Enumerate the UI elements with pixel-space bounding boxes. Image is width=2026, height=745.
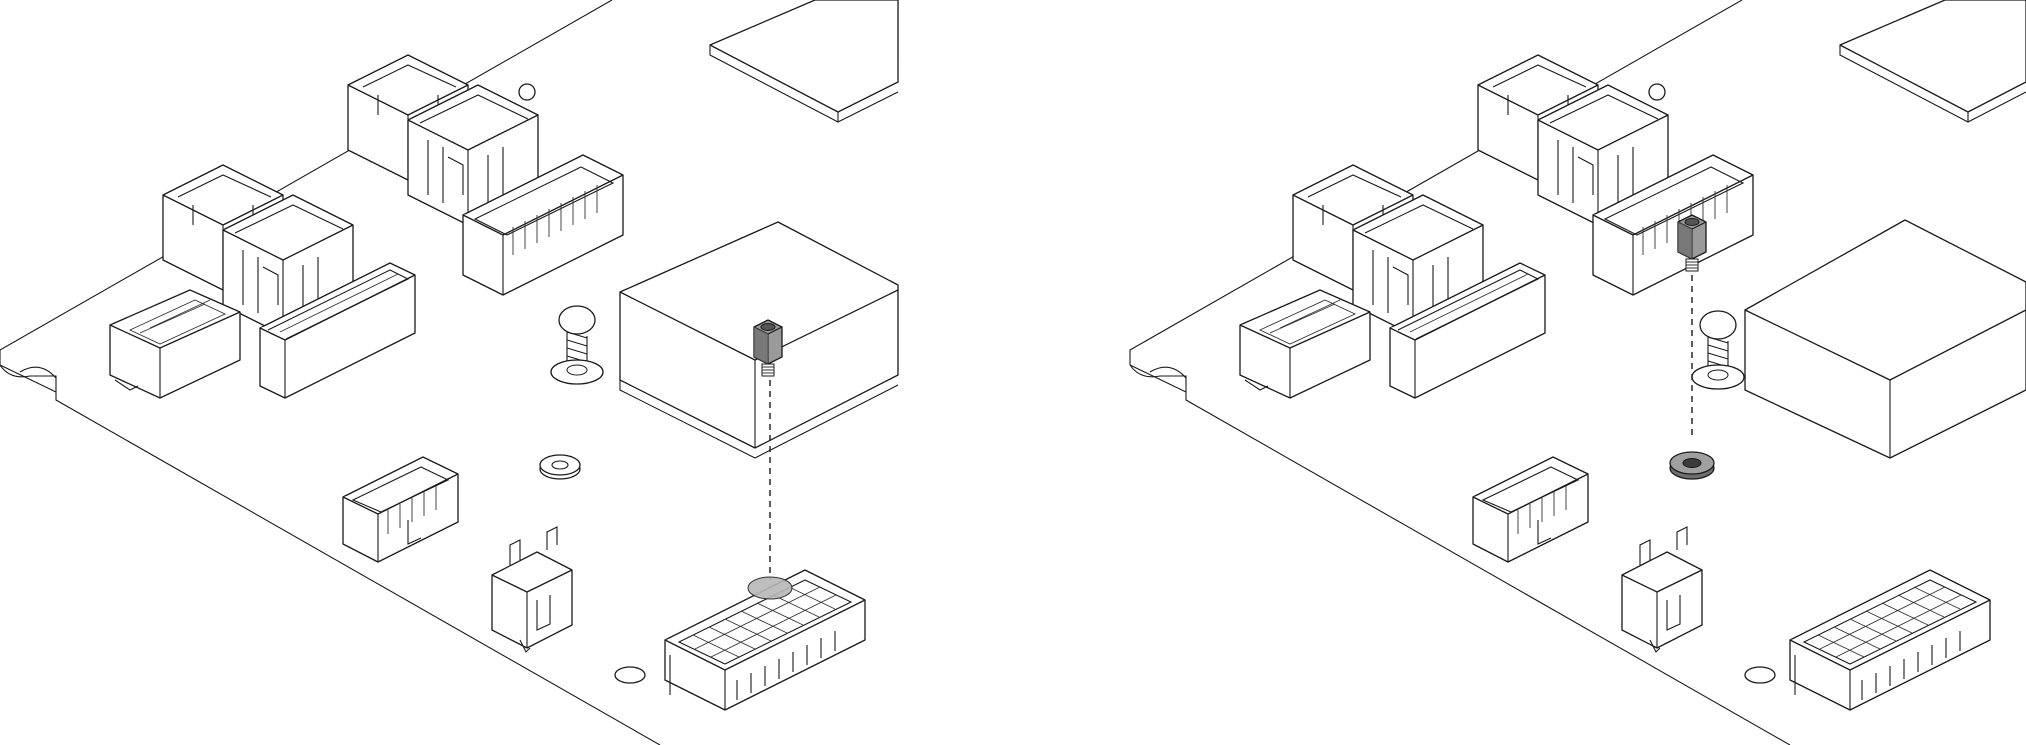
header-connector-small xyxy=(1472,456,1589,563)
washer xyxy=(539,454,581,480)
mini-connector xyxy=(1239,289,1371,399)
power-connector xyxy=(1789,569,1991,711)
fan-connector xyxy=(1621,526,1703,653)
spring-plunger xyxy=(1691,310,1745,390)
mounting-hole xyxy=(1744,666,1776,684)
washer-highlighted xyxy=(1669,451,1715,480)
heatsink-top xyxy=(709,0,899,113)
standoff-target-highlight xyxy=(747,576,793,600)
heatsink-top xyxy=(1839,0,2026,113)
mounting-hole xyxy=(614,666,646,684)
mini-connector xyxy=(109,289,241,399)
header-connector-small xyxy=(342,456,459,563)
panel-before xyxy=(0,0,899,745)
panel-after xyxy=(1129,0,2026,745)
spring-plunger xyxy=(550,305,604,385)
processor-heatsink xyxy=(1744,219,2026,459)
fan-connector xyxy=(491,526,573,653)
